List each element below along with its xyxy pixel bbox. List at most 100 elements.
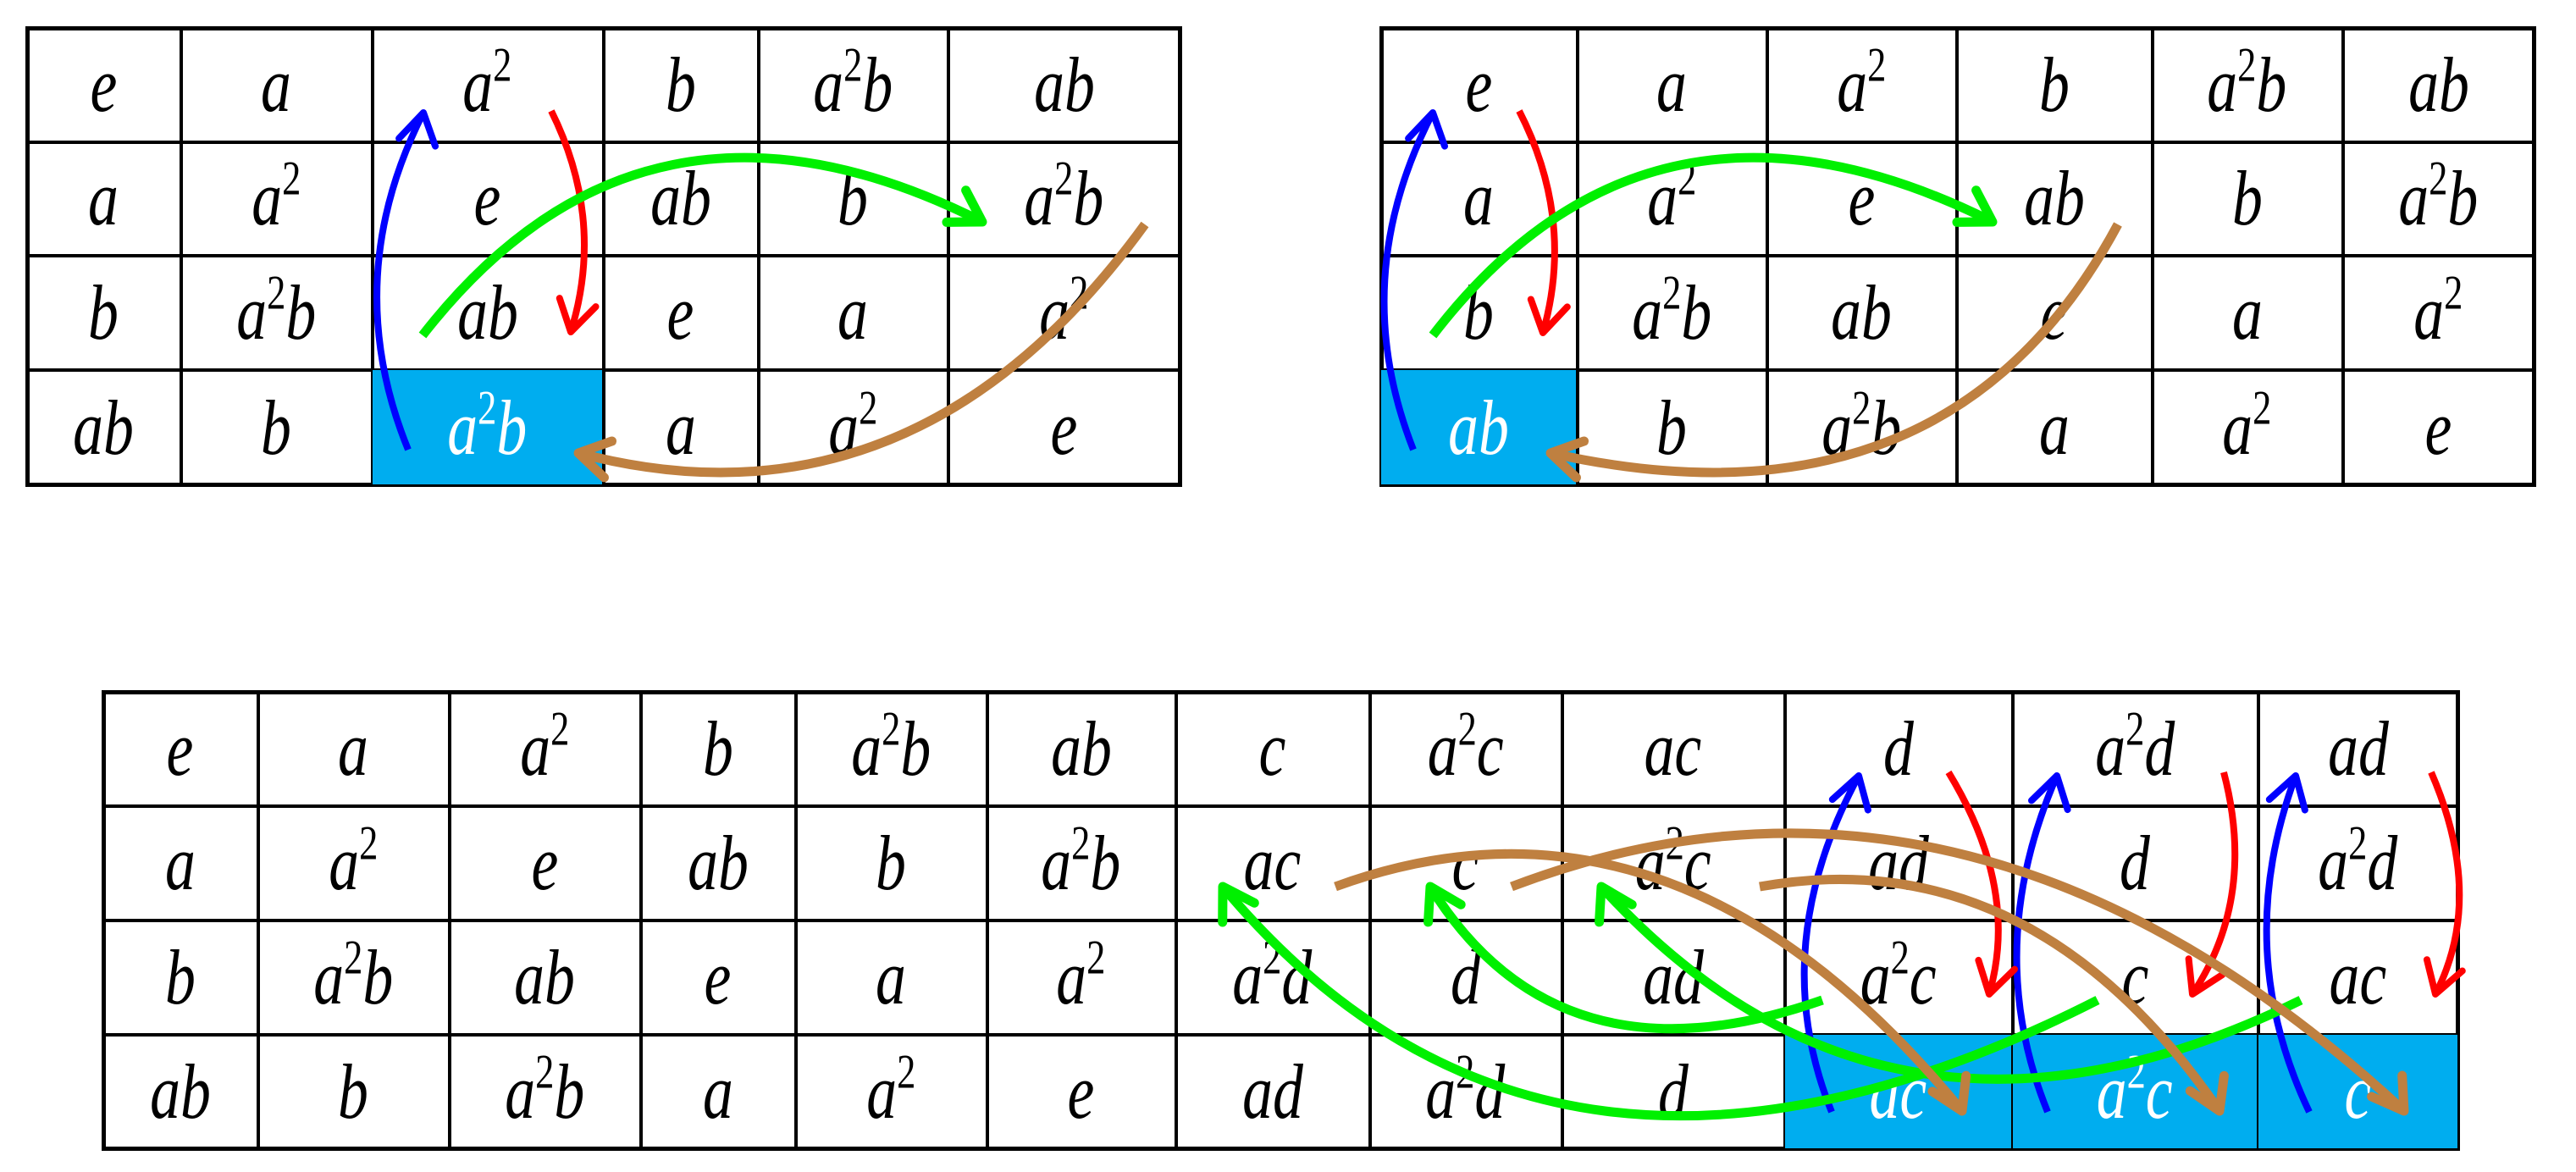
table-cell: a2d [1370, 1035, 1564, 1148]
table-cell: a2 [948, 256, 1180, 372]
table-cell: d [1370, 920, 1564, 1037]
table-cell: a2b [258, 920, 451, 1037]
cell-label: d [1657, 1048, 1689, 1135]
table-cell: a2b [373, 370, 605, 484]
table-cell: a2d [2013, 692, 2260, 808]
table-cell: ab [604, 142, 760, 257]
table-cell: a [604, 370, 760, 484]
cell-label: ab [650, 155, 711, 241]
cell-label: a2 [2222, 381, 2272, 471]
cell-label: a2b [1024, 152, 1104, 241]
table-cell: b [258, 1035, 451, 1148]
table-cell: ac [1785, 1035, 2015, 1148]
table-cell: ab [103, 1035, 260, 1148]
table-cell: a2 [258, 806, 451, 922]
table-cell: e [1767, 142, 1959, 257]
table-cell: a2b [2343, 142, 2534, 257]
cell-label: ab [1448, 384, 1509, 471]
table-cell: b [2153, 142, 2345, 257]
table-cell: e [1381, 28, 1579, 144]
cell-label: b [2231, 155, 2263, 241]
table-cell: ab [450, 920, 643, 1037]
cell-label: a [261, 41, 291, 128]
table-cell: e [604, 256, 760, 372]
table-cell: a2 [1578, 142, 1769, 257]
table-cell: b [27, 256, 183, 372]
cell-label: ad [2327, 705, 2389, 792]
cell-label: c [1258, 705, 1286, 792]
table-cell: b [604, 28, 760, 144]
cell-label: a2 [519, 702, 570, 792]
cell-label: a2c [1427, 702, 1504, 792]
table-cell: e [1957, 256, 2154, 372]
cell-label: ac [1243, 819, 1302, 906]
table-cell: a2b [948, 142, 1180, 257]
cell-label: b [2038, 41, 2070, 128]
cell-label: ab [1033, 41, 1095, 128]
cell-label: e [473, 155, 501, 241]
table-cell: a2 [1767, 28, 1959, 144]
table-cell: d [1562, 1035, 1787, 1148]
cell-label: d [2120, 819, 2150, 906]
cell-label: ab [2023, 155, 2085, 241]
cell-label: a [665, 384, 696, 471]
cell-label: ad [1642, 933, 1704, 1020]
cell-label: e [704, 933, 732, 1020]
cell-label: a2 [1836, 38, 1887, 128]
cell-label: c [2344, 1048, 2372, 1135]
table-cell: ab [2343, 28, 2534, 144]
table-cell: ad [1562, 920, 1787, 1037]
table-cell: a2d [1176, 920, 1372, 1037]
table-cell: b [759, 142, 950, 257]
cell-label: e [166, 705, 194, 792]
cell-label: a [2038, 384, 2070, 471]
cell-label: d [1450, 933, 1481, 1020]
table-cell: e [373, 142, 605, 257]
cell-label: a2d [2318, 816, 2398, 906]
cell-label: b [1656, 384, 1687, 471]
cell-label: e [2040, 268, 2068, 356]
table-cell: b [1957, 28, 2154, 144]
table-cell: e [103, 692, 260, 808]
cell-label: a2b [2207, 38, 2287, 128]
table-cell: a2 [987, 920, 1178, 1037]
cell-label: b [665, 41, 696, 128]
cell-label: a2 [251, 152, 301, 241]
table-cell: d [2013, 806, 2260, 922]
cell-label: e [1067, 1048, 1095, 1135]
cell-label: e [1465, 41, 1492, 128]
cell-label: ab [514, 933, 575, 1020]
table-cell: a2 [2153, 370, 2345, 484]
cell-label: a2b [1631, 266, 1711, 356]
cell-label: e [1050, 384, 1078, 471]
table-cell: b [796, 806, 989, 922]
cell-label: a [837, 268, 868, 356]
cell-label: a2b [504, 1045, 584, 1135]
cell-label: e [531, 819, 558, 906]
cell-label: b [164, 933, 196, 1020]
cell-label: a2c [2097, 1045, 2173, 1135]
cell-label: a2 [827, 381, 878, 471]
table-cell: a2 [181, 142, 374, 257]
cell-label: ac [2329, 933, 2387, 1020]
cell-label: c [2121, 933, 2148, 1020]
cell-label: ab [149, 1048, 211, 1135]
cell-label: b [88, 268, 119, 356]
cell-label: ab [687, 819, 749, 906]
table-cell: ad [1785, 806, 2015, 922]
table-cell: c [1370, 806, 1564, 922]
table-cell: a2 [373, 28, 605, 144]
table-cell: a2b [1767, 370, 1959, 484]
cell-label: d [1882, 705, 1914, 792]
cell-label: ab [1050, 705, 1112, 792]
table-cell: a [641, 1035, 798, 1148]
cell-label: a2 [1646, 152, 1697, 241]
table-cell: e [2343, 370, 2534, 484]
table-cell: ad [2258, 692, 2457, 808]
table-cell: ac [1176, 806, 1372, 922]
table-cell: a2b [1578, 256, 1769, 372]
cell-label: a [2231, 268, 2263, 356]
table-cell: c [1176, 692, 1372, 808]
table-cell: b [1578, 370, 1769, 484]
